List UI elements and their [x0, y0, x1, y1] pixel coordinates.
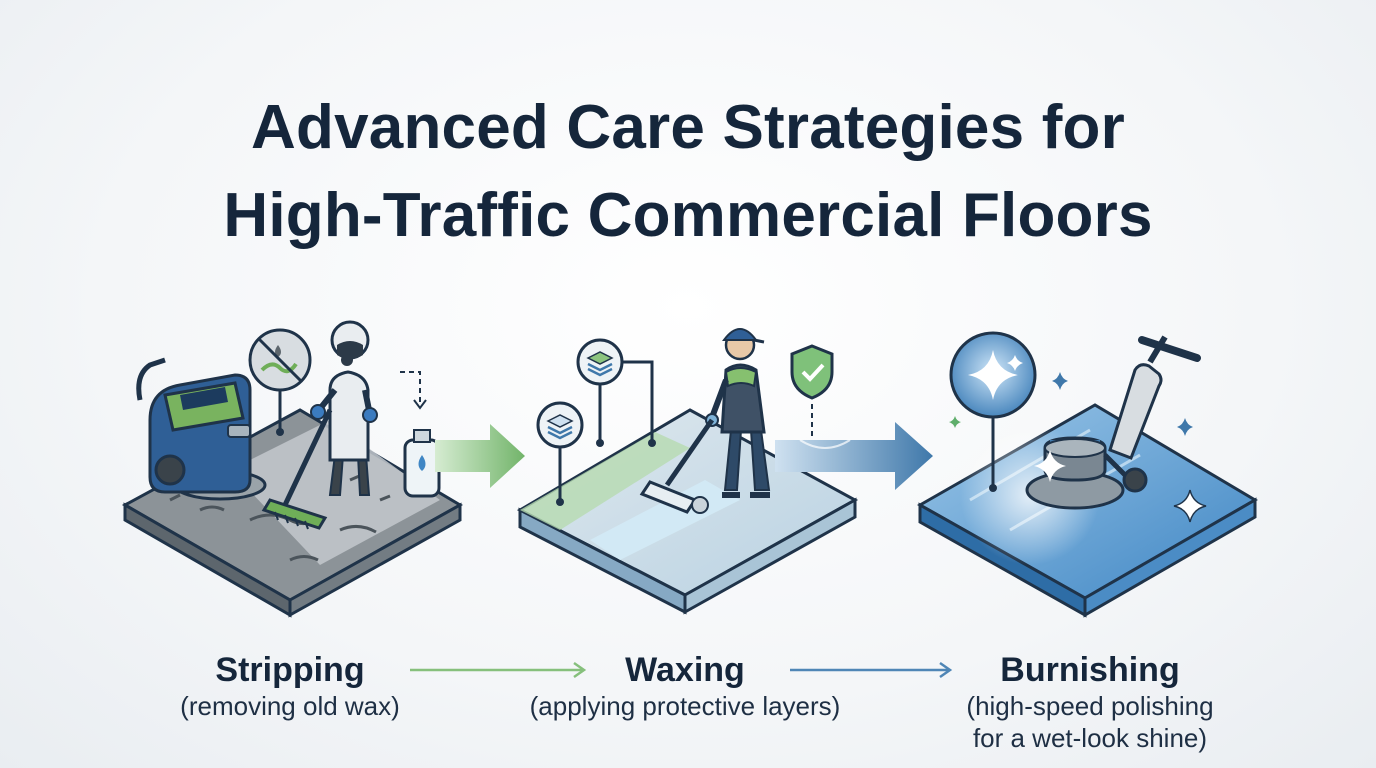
floor-scrubber-machine-icon: [136, 357, 267, 501]
burnishing-illustration: [916, 331, 1258, 618]
arrow-to-waxing-icon: [435, 424, 525, 488]
title-line-1: Advanced Care Strategies for: [251, 93, 1125, 162]
step-waxing-name: Waxing: [625, 651, 745, 689]
step-burnishing: Burnishing (high-speed polishing for a w…: [930, 650, 1250, 754]
burnishing-floor: [916, 403, 1258, 618]
step-burnishing-desc: (high-speed polishing: [966, 691, 1214, 721]
label-arrow-1: [410, 661, 587, 679]
shield-check-icon: [790, 344, 834, 440]
step-waxing-desc: (applying protective layers): [529, 691, 841, 721]
burnisher-machine-icon: [1025, 335, 1201, 510]
page-title: Advanced Care Strategies for High-Traffi…: [0, 84, 1376, 260]
arrow-to-burnishing-icon: [775, 422, 933, 490]
label-arrow-2: [790, 661, 953, 679]
step-burnishing-desc-2: for a wet-look shine): [972, 723, 1208, 753]
stripping-illustration: [121, 320, 464, 618]
worker-with-mop-icon: [639, 328, 771, 514]
step-waxing: Waxing (applying protective layers): [500, 650, 870, 722]
layer-stack-icon: [576, 338, 656, 447]
sparkle-orb-icon: [949, 331, 1037, 492]
step-stripping-name: Stripping: [215, 651, 365, 689]
spray-bottle-icon: [400, 371, 441, 498]
step-stripping: Stripping (removing old wax): [150, 650, 430, 722]
worker-in-protective-suit-icon: [261, 320, 378, 530]
title-line-2: High-Traffic Commercial Floors: [223, 181, 1153, 250]
layer-stack-icon-2: [536, 401, 584, 506]
waxing-illustration: [516, 328, 859, 615]
sparkle-icon: [949, 372, 1207, 523]
step-burnishing-name: Burnishing: [1000, 651, 1180, 689]
no-chemicals-sign-icon: [248, 328, 312, 436]
step-stripping-desc: (removing old wax): [180, 691, 400, 721]
